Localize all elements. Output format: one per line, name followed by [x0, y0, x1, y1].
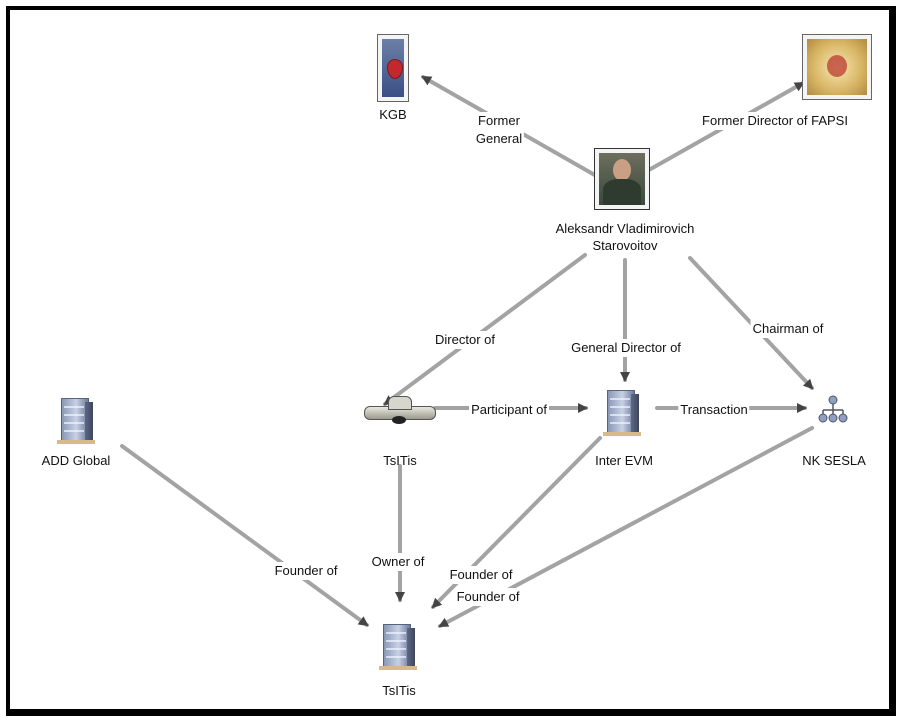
edge-label-founder-of-add: Founder of: [272, 562, 340, 580]
link-person-tsitis: [383, 253, 587, 406]
edge-label-founder-of-evm: Founder of: [447, 566, 515, 584]
kgb-emblem-icon[interactable]: [377, 34, 409, 102]
edge-label-participant-of: Participant of: [469, 401, 549, 419]
node-label-kgb: KGB: [379, 107, 407, 122]
person-photo-icon[interactable]: [594, 148, 650, 210]
edge-label-former-general-2: General: [473, 130, 525, 148]
building-icon[interactable]: [55, 392, 95, 444]
edge-label-founder-of-sesla: Founder of: [454, 588, 522, 606]
organization-tree-icon[interactable]: [817, 394, 849, 424]
node-label-add-global: ADD Global: [41, 453, 111, 468]
node-label-inter-evm: Inter EVM: [595, 453, 653, 468]
edge-label-owner-of: Owner of: [369, 553, 427, 571]
node-label-tsitis-top: TsITis: [383, 453, 417, 468]
node-label-person-2: Starovoitov: [592, 238, 658, 253]
edge-label-director-of: Director of: [433, 331, 497, 349]
fapsi-emblem-icon[interactable]: [802, 34, 872, 100]
edge-label-former-director: Former Director of FAPSI: [700, 112, 850, 130]
edge-label-former-general-1: Former: [476, 112, 522, 130]
edge-label-general-director-of: General Director of: [569, 339, 683, 357]
node-label-nk-sesla: NK SESLA: [802, 453, 866, 468]
edge-label-chairman-of: Chairman of: [750, 320, 826, 338]
vehicle-icon[interactable]: [364, 394, 436, 426]
edge-label-transaction: Transaction: [678, 401, 750, 419]
building-icon[interactable]: [601, 384, 641, 436]
building-icon[interactable]: [377, 618, 417, 670]
link-addglobal-tsitis: [120, 444, 369, 627]
node-label-person-1: Aleksandr Vladimirovich: [555, 221, 695, 236]
node-label-tsitis-bottom: TsITis: [382, 683, 416, 698]
